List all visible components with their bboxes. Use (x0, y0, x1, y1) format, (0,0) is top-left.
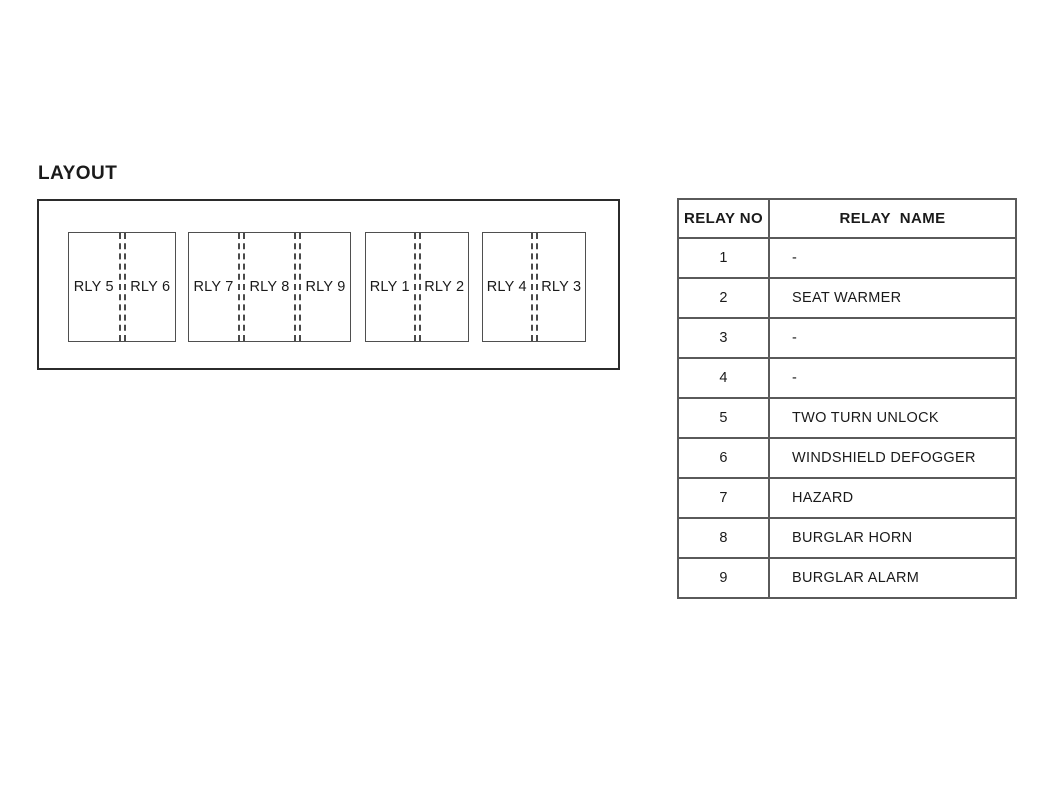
table-row: 6 WINDSHIELD DEFOGGER (677, 437, 1017, 479)
relay-table-header-row: RELAY NO RELAY NAME (677, 198, 1017, 239)
dashed-divider (238, 233, 245, 341)
relay-table: RELAY NO RELAY NAME 1 - 2 SEAT WARMER 3 … (677, 198, 1017, 599)
dashed-divider (118, 233, 126, 341)
table-row: 4 - (677, 357, 1017, 399)
table-row: 1 - (677, 237, 1017, 279)
table-row: 7 HAZARD (677, 477, 1017, 519)
relay-cell-rly8: RLY 8 (249, 279, 290, 295)
relay-group-1-2: RLY 1 RLY 2 (365, 232, 469, 342)
relay-name-cell: - (768, 317, 1017, 359)
relay-name-header: RELAY NAME (768, 198, 1017, 239)
relay-no-header: RELAY NO (677, 198, 770, 239)
relay-cell-rly7: RLY 7 (193, 279, 234, 295)
table-row: 3 - (677, 317, 1017, 359)
relay-no-cell: 4 (677, 357, 770, 399)
dashed-divider (294, 233, 301, 341)
relay-no-cell: 9 (677, 557, 770, 599)
relay-name-cell: BURGLAR HORN (768, 517, 1017, 559)
relay-no-cell: 1 (677, 237, 770, 279)
relay-name-cell: - (768, 237, 1017, 279)
relay-cell-rly1: RLY 1 (369, 279, 410, 295)
relay-group-7-8-9: RLY 7 RLY 8 RLY 9 (188, 232, 351, 342)
relay-name-cell: BURGLAR ALARM (768, 557, 1017, 599)
table-row: 8 BURGLAR HORN (677, 517, 1017, 559)
relay-no-cell: 8 (677, 517, 770, 559)
relay-cell-rly9: RLY 9 (305, 279, 346, 295)
relay-name-cell: WINDSHIELD DEFOGGER (768, 437, 1017, 479)
relay-cell-rly3: RLY 3 (541, 279, 582, 295)
relay-cell-rly5: RLY 5 (73, 279, 114, 295)
relay-name-cell: - (768, 357, 1017, 399)
table-row: 2 SEAT WARMER (677, 277, 1017, 319)
dashed-divider (413, 233, 421, 341)
relay-name-cell: TWO TURN UNLOCK (768, 397, 1017, 439)
relay-cell-rly6: RLY 6 (130, 279, 171, 295)
table-row: 9 BURGLAR ALARM (677, 557, 1017, 599)
relay-name-cell: HAZARD (768, 477, 1017, 519)
relay-no-cell: 7 (677, 477, 770, 519)
table-row: 5 TWO TURN UNLOCK (677, 397, 1017, 439)
relay-group-5-6: RLY 5 RLY 6 (68, 232, 176, 342)
relay-no-cell: 3 (677, 317, 770, 359)
relay-group-4-3: RLY 4 RLY 3 (482, 232, 586, 342)
dashed-divider (530, 233, 538, 341)
relay-no-cell: 6 (677, 437, 770, 479)
relay-layout-box: RLY 5 RLY 6 RLY 7 RLY 8 RLY 9 RLY 1 RLY … (37, 199, 620, 370)
relay-cell-rly4: RLY 4 (486, 279, 527, 295)
relay-cell-rly2: RLY 2 (424, 279, 465, 295)
relay-name-cell: SEAT WARMER (768, 277, 1017, 319)
layout-title: LAYOUT (38, 163, 118, 184)
relay-no-cell: 2 (677, 277, 770, 319)
relay-no-cell: 5 (677, 397, 770, 439)
